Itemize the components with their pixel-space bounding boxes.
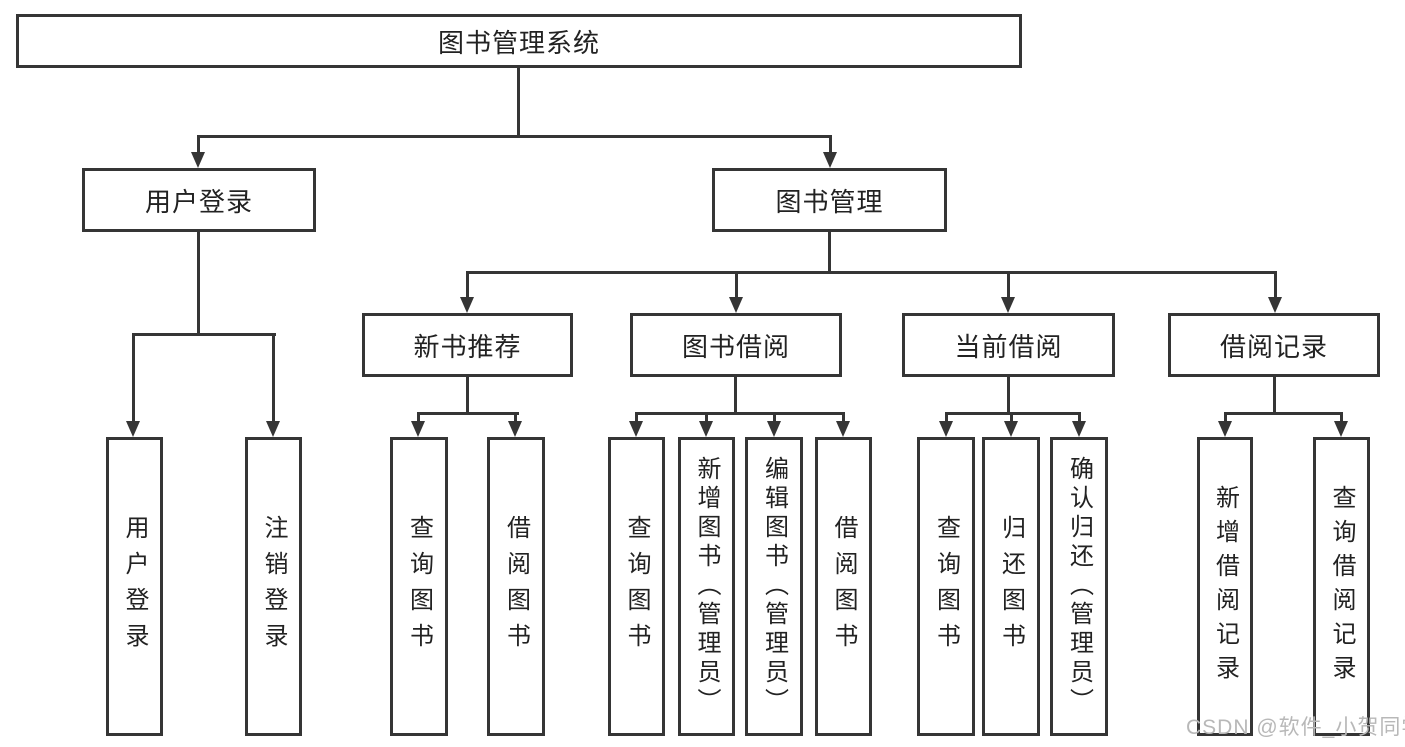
leaf-current-query-book-label: 查询图书 xyxy=(932,514,960,659)
connector-line xyxy=(773,412,776,423)
leaf-records-query-record-label: 查询借阅记录 xyxy=(1328,484,1355,689)
arrowhead xyxy=(939,421,953,437)
arrowhead xyxy=(767,421,781,437)
leaf-borrow-add-book-admin-label: 新增图书（管理员） xyxy=(693,456,720,717)
node-new-book-recommend: 新书推荐 xyxy=(362,313,573,377)
arrowhead xyxy=(266,421,280,437)
arrowhead xyxy=(460,297,474,313)
arrowhead xyxy=(1004,421,1018,437)
node-user-login-label: 用户登录 xyxy=(144,186,253,217)
node-root-label: 图书管理系统 xyxy=(437,27,600,58)
node-user-login: 用户登录 xyxy=(82,168,316,232)
connector-line xyxy=(132,333,135,423)
connector-line xyxy=(466,377,469,415)
csdn-watermark: CSDN @软件_小贺同学 xyxy=(1186,716,1405,739)
arrowhead xyxy=(629,421,643,437)
node-new-book-recommend-label: 新书推荐 xyxy=(413,331,522,362)
connector-line xyxy=(635,412,845,415)
connector-line xyxy=(1224,412,1343,415)
arrowhead xyxy=(1268,297,1282,313)
leaf-current-return-book: 归还图书 xyxy=(982,437,1040,736)
node-root: 图书管理系统 xyxy=(16,14,1022,68)
connector-line xyxy=(1010,412,1013,423)
leaf-borrow-edit-book-admin-label: 编辑图书（管理员） xyxy=(760,456,788,717)
leaf-borrow-edit-book-admin: 编辑图书（管理员） xyxy=(745,437,803,736)
node-borrow-records-label: 借阅记录 xyxy=(1219,331,1328,362)
leaf-records-query-record: 查询借阅记录 xyxy=(1313,437,1370,736)
connector-line xyxy=(734,377,737,415)
leaf-borrow-add-book-admin: 新增图书（管理员） xyxy=(678,437,735,736)
node-book-management: 图书管理 xyxy=(712,168,947,232)
connector-line xyxy=(842,412,845,423)
arrowhead xyxy=(1072,421,1086,437)
connector-line xyxy=(466,271,469,299)
leaf-borrow-query-book: 查询图书 xyxy=(608,437,665,736)
connector-line xyxy=(1007,377,1010,415)
connector-line xyxy=(1007,271,1010,299)
arrowhead xyxy=(411,421,425,437)
arrowhead xyxy=(823,152,837,168)
connector-line xyxy=(197,135,200,155)
connector-line xyxy=(1274,271,1277,299)
connector-line xyxy=(417,412,420,423)
arrowhead xyxy=(1001,297,1015,313)
connector-line xyxy=(1224,412,1227,423)
connector-line xyxy=(197,232,200,336)
connector-line xyxy=(828,232,831,274)
leaf-current-confirm-return-admin: 确认归还（管理员） xyxy=(1050,437,1108,736)
leaf-recommend-borrow-book-label: 借阅图书 xyxy=(502,514,530,659)
leaf-recommend-query-book-label: 查询图书 xyxy=(405,514,433,659)
arrowhead xyxy=(699,421,713,437)
node-borrow-records: 借阅记录 xyxy=(1168,313,1380,377)
node-current-borrow-label: 当前借阅 xyxy=(954,331,1063,362)
leaf-borrow-query-book-label: 查询图书 xyxy=(623,514,650,659)
leaf-records-add-record-label: 新增借阅记录 xyxy=(1211,484,1239,689)
leaf-login-logout-label: 注销登录 xyxy=(260,514,287,659)
leaf-borrow-borrow-book-label: 借阅图书 xyxy=(830,514,857,659)
arrowhead xyxy=(191,152,205,168)
node-book-borrow-label: 图书借阅 xyxy=(681,331,790,362)
connector-line xyxy=(1078,412,1081,423)
connector-line xyxy=(635,412,638,423)
connector-line xyxy=(197,135,832,138)
connector-line xyxy=(417,412,519,415)
leaf-login-logout: 注销登录 xyxy=(245,437,302,736)
leaf-borrow-borrow-book: 借阅图书 xyxy=(815,437,872,736)
connector-line xyxy=(945,412,1081,415)
connector-line xyxy=(945,412,948,423)
leaf-current-return-book-label: 归还图书 xyxy=(997,514,1025,659)
node-book-borrow: 图书借阅 xyxy=(630,313,842,377)
leaf-records-add-record: 新增借阅记录 xyxy=(1197,437,1253,736)
arrowhead xyxy=(508,421,522,437)
connector-line xyxy=(1340,412,1343,423)
arrowhead xyxy=(729,297,743,313)
leaf-recommend-borrow-book: 借阅图书 xyxy=(487,437,545,736)
node-book-management-label: 图书管理 xyxy=(775,186,884,217)
connector-line xyxy=(705,412,708,423)
connector-line xyxy=(517,68,520,138)
node-current-borrow: 当前借阅 xyxy=(902,313,1115,377)
leaf-current-query-book: 查询图书 xyxy=(917,437,975,736)
connector-line xyxy=(735,271,738,299)
connector-line xyxy=(466,271,1277,274)
arrowhead xyxy=(126,421,140,437)
connector-line xyxy=(1273,377,1276,415)
leaf-recommend-query-book: 查询图书 xyxy=(390,437,448,736)
leaf-login-user-label: 用户登录 xyxy=(121,514,148,659)
arrowhead xyxy=(1218,421,1232,437)
connector-line xyxy=(514,412,517,423)
arrowhead xyxy=(1334,421,1348,437)
connector-line xyxy=(272,333,275,423)
arrowhead xyxy=(836,421,850,437)
connector-line xyxy=(132,333,276,336)
leaf-login-user: 用户登录 xyxy=(106,437,163,736)
leaf-current-confirm-return-admin-label: 确认归还（管理员） xyxy=(1065,456,1093,717)
connector-line xyxy=(829,135,832,155)
